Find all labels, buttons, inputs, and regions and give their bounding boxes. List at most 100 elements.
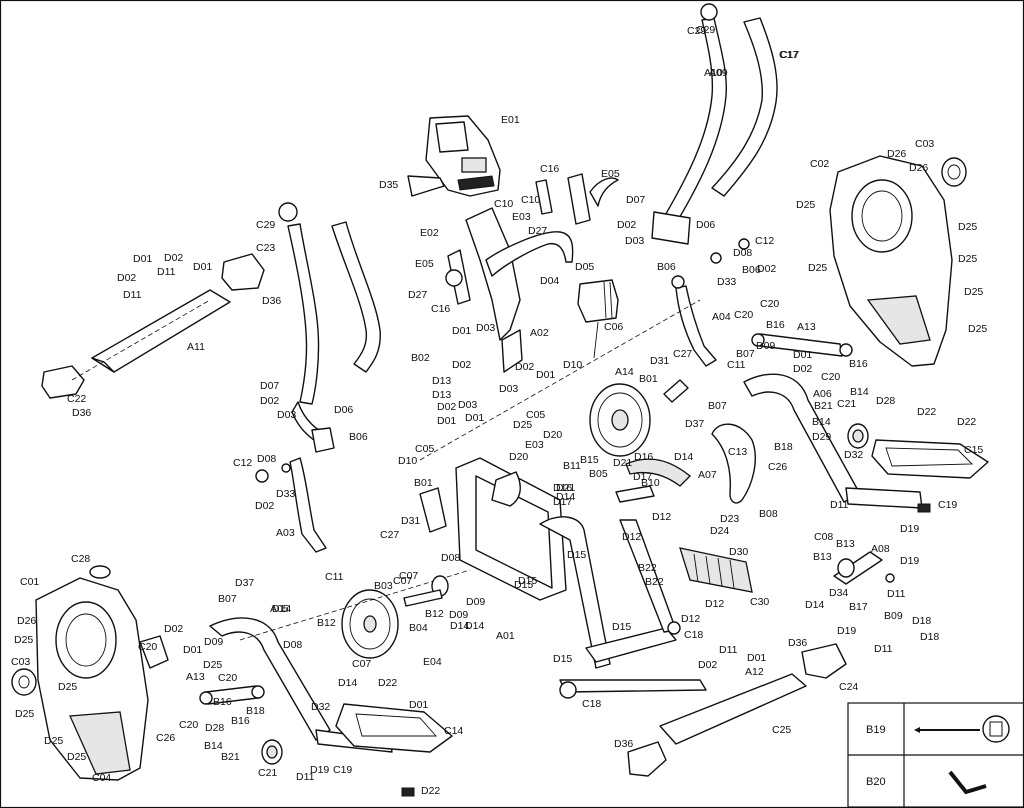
handle-arm-a10 [651,3,778,245]
part-label: C25 [772,724,791,736]
part-label: C11 [325,571,344,583]
part-label: D07 [260,380,279,392]
part-label: C18 [684,629,703,641]
part-label: E03 [525,439,544,451]
part-label: D11 [296,771,315,783]
part-label: D17 [633,471,652,483]
part-label: C16 [431,303,450,315]
pedal-c14 [335,703,453,797]
part-label: D25 [58,681,77,693]
part-label: C12 [755,235,774,247]
part-label: D31 [401,515,420,527]
part-label: D25 [513,419,532,431]
part-label: C21 [837,398,856,410]
part-label: B05 [589,468,608,480]
part-label: B03 [374,580,393,592]
part-label: D25 [15,708,34,720]
part-label: D16 [553,482,572,494]
part-label: C03 [11,656,30,668]
part-label: D09 [756,340,775,352]
part-label: D01 [437,415,456,427]
part-label: D22 [917,406,936,418]
part-label: C24 [839,681,858,693]
part-label: D09 [449,609,468,621]
part-label: D11 [887,588,906,600]
part-label: D36 [788,637,807,649]
part-label: D11 [874,643,893,655]
part-label: C10 [521,194,540,206]
part-label: D30 [729,546,748,558]
part-label: D18 [920,631,939,643]
part-label: C01 [20,576,39,588]
part-label: B06 [657,261,676,273]
part-label: D10 [398,455,417,467]
link-a13 [751,333,853,357]
part-label: D27 [408,289,427,301]
part-label: B22 [645,576,664,588]
part-label: D01 [465,412,484,424]
part-label: D25 [958,221,977,233]
part-label: B14 [204,740,223,752]
part-label: D03 [499,383,518,395]
part-label: D25 [67,751,86,763]
part-label: D25 [44,735,63,747]
part-label: D11 [157,266,176,278]
part-label: E05 [415,258,434,270]
part-label: B16 [766,319,785,331]
part-label: D04 [540,275,559,287]
part-label: C07 [352,658,371,670]
lower-arm-a04 [671,238,750,367]
part-label: C06 [604,321,623,333]
part-label: D06 [334,404,353,416]
part-label: C20 [734,309,753,321]
crank-arms [419,379,689,533]
part-label: D26 [909,162,928,174]
part-label: D19 [310,764,329,776]
part-label: D07 [626,194,645,206]
part-label: D37 [235,577,254,589]
part-label: D10 [563,359,582,371]
part-label: A03 [276,527,295,539]
part-label: D35 [379,179,398,191]
part-label: D22 [421,785,440,797]
lower-arm-a03 [255,427,335,553]
part-label: D27 [528,225,547,237]
part-label: E03 [512,211,531,223]
part-label: D02 [164,623,183,635]
belt-c13 [615,423,756,504]
part-label: C30 [750,596,769,608]
part-label: D20 [543,429,562,441]
part-label: D14 [450,620,469,632]
part-label: B06 [742,264,761,276]
part-label: C19 [938,499,957,511]
part-label: B07 [708,400,727,412]
hex-key-icon [948,770,987,795]
part-label: D01 [133,253,152,265]
part-label: C04 [92,772,111,784]
part-label: D18 [912,615,931,627]
part-label: C14 [444,725,463,737]
part-label: D37 [685,418,704,430]
part-label: D12 [622,531,641,543]
part-label: D01 [409,699,428,711]
part-label: D08 [283,639,302,651]
part-label: D15 [612,621,631,633]
part-label: C10 [494,198,513,210]
part-label: C05 [415,443,434,455]
part-label: B14 [812,416,831,428]
part-label: C17 [779,49,798,61]
left-cover-c01 [11,565,169,781]
part-label: D01 [793,349,812,361]
main-frame-a01 [455,457,707,699]
part-label: D14 [674,451,693,463]
part-label: C03 [915,138,934,150]
part-label: D03 [277,409,296,421]
part-label: B16 [231,715,250,727]
part-label: D21 [613,457,632,469]
part-label: D13 [432,375,451,387]
part-label: D25 [14,634,33,646]
pulley-b03 [239,569,471,659]
part-label: D11 [123,289,142,301]
part-label: D03 [625,235,644,247]
